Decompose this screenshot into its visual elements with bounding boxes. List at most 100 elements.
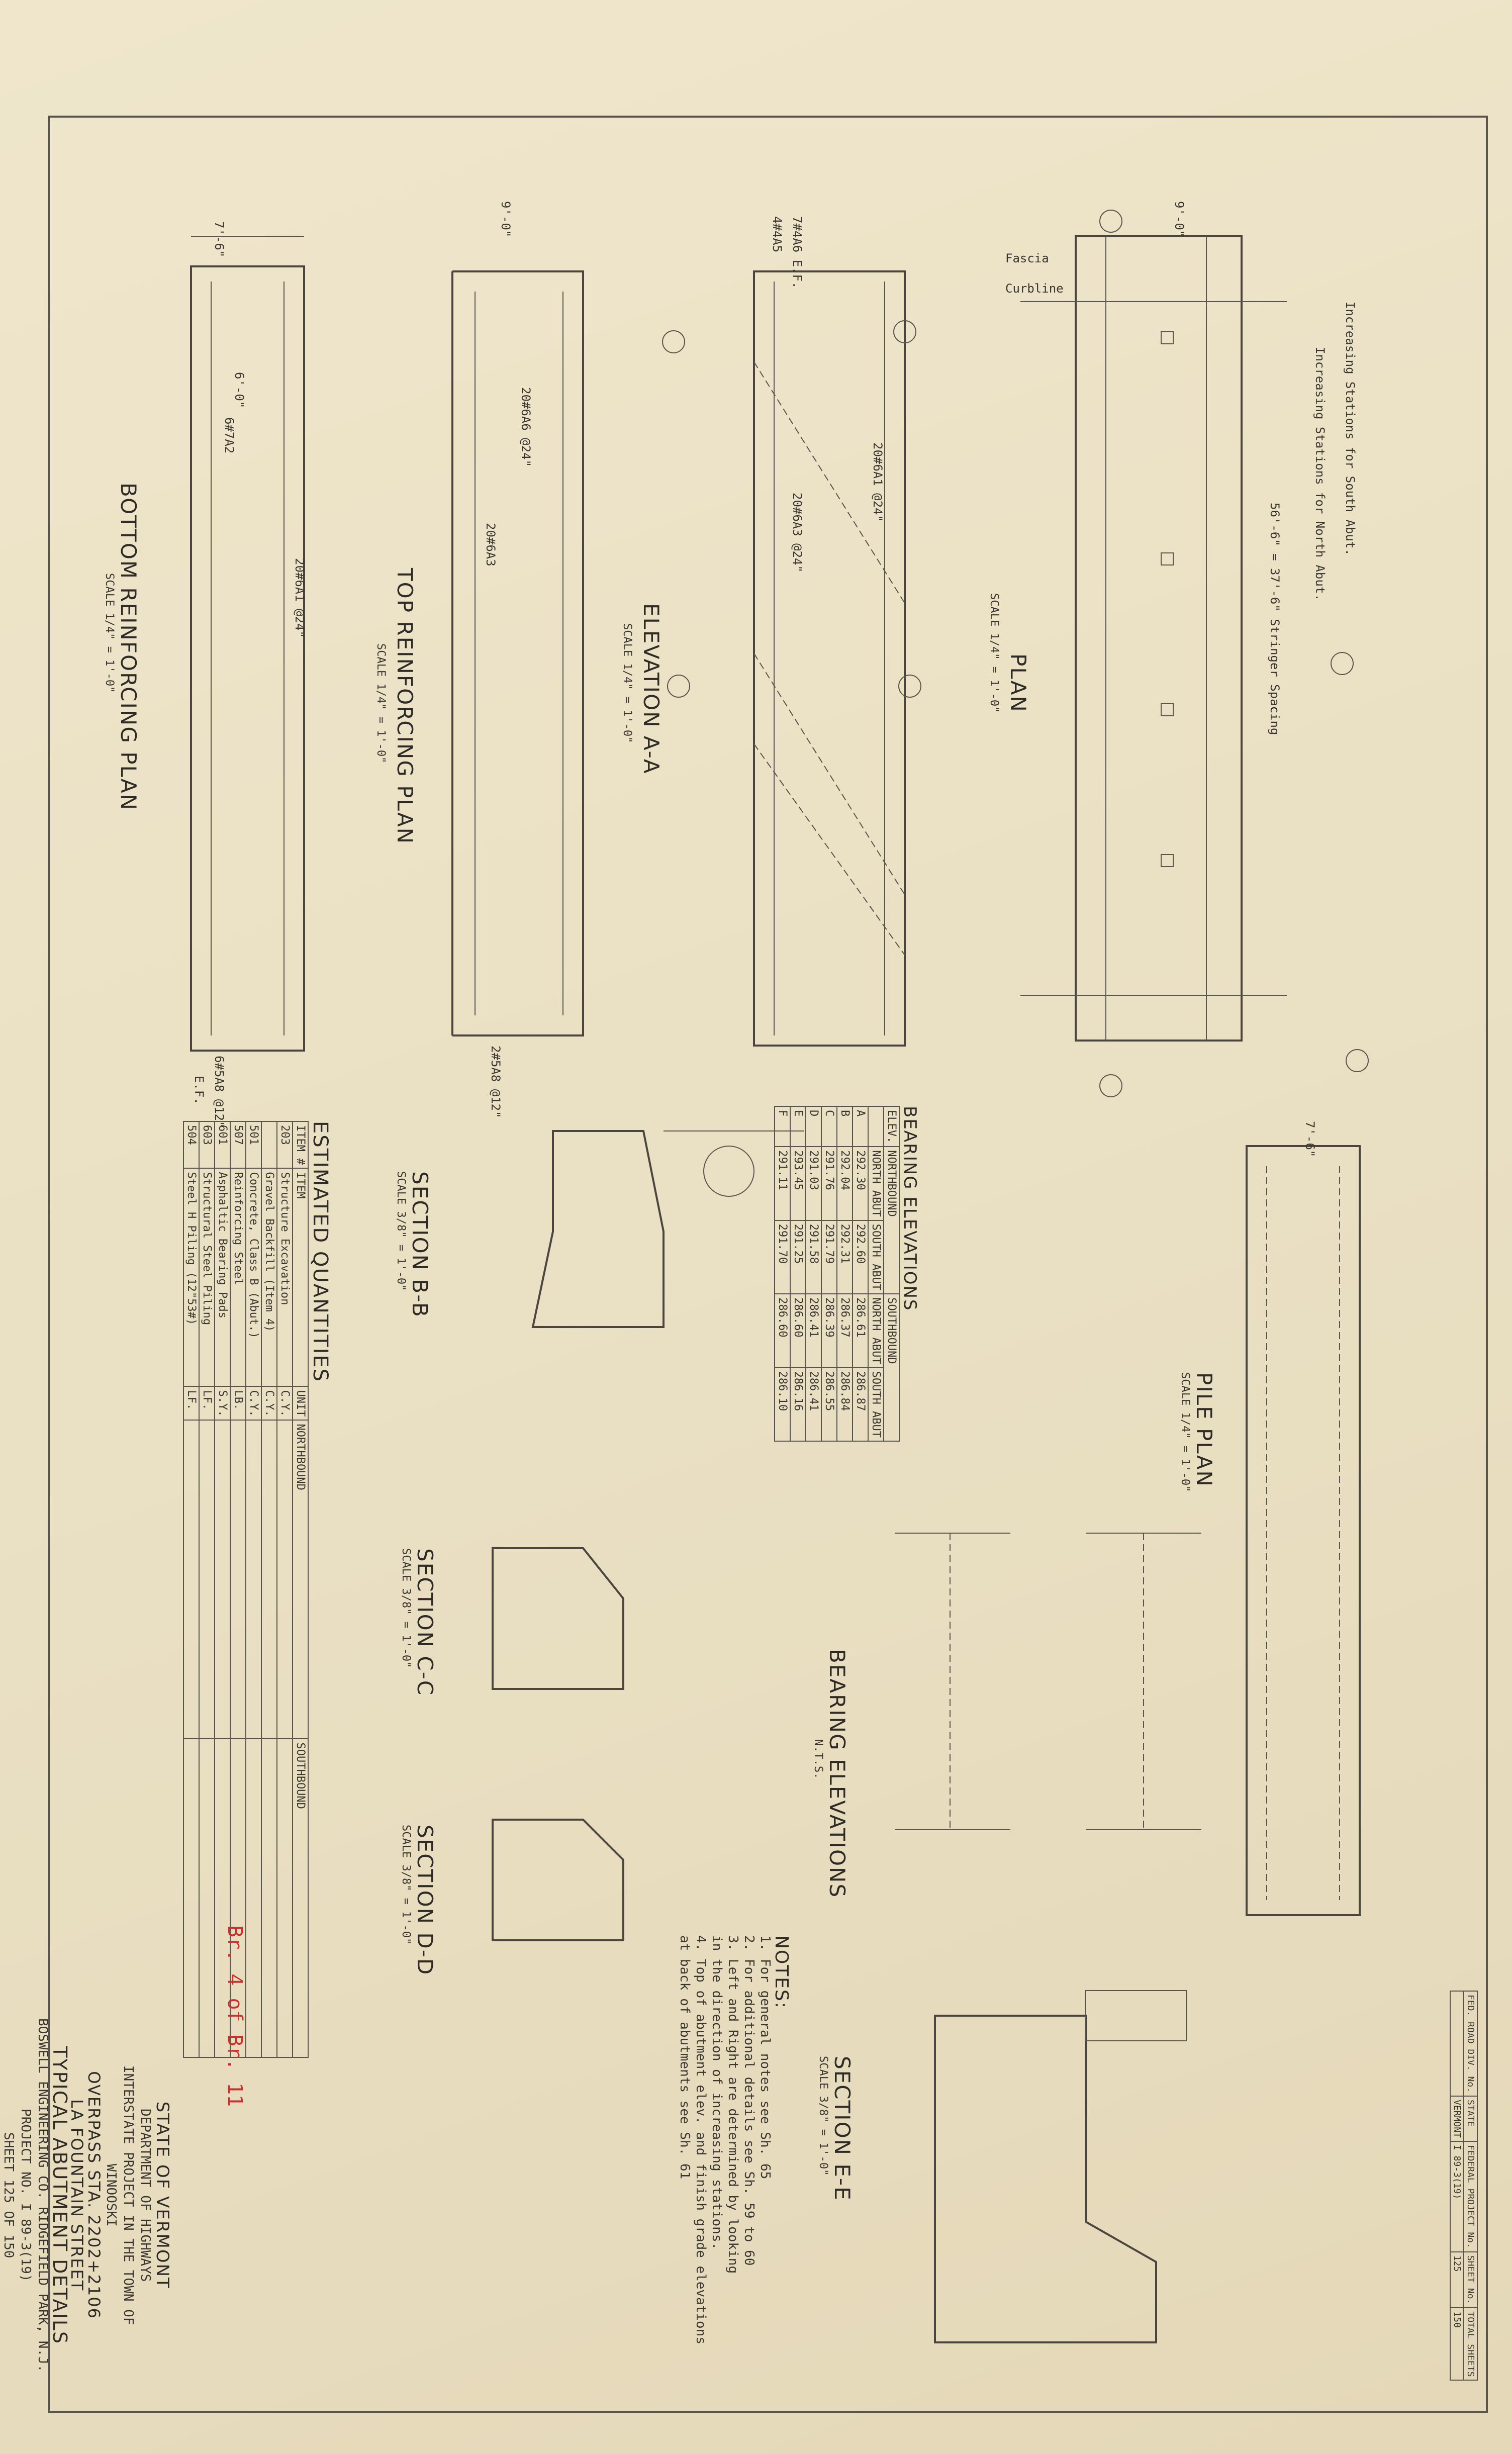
title-block: STATE OF VERMONT DEPARTMENT OF HIGHWAYS … <box>0 2018 172 2373</box>
elevation-a-a <box>753 270 906 1047</box>
section-bb-title: SECTION B-B <box>408 1171 432 1318</box>
bearing-sub-1: NORTH ABUT <box>868 1147 884 1220</box>
plan-view <box>1020 235 1287 1042</box>
qty-header-nb: NORTHBOUND <box>293 1420 308 1739</box>
title-town: WINOOSKI <box>104 2163 119 2227</box>
top-dim-bar-c: 2#5A8 @12" <box>489 1046 503 1118</box>
notes-title: NOTES: <box>771 1935 792 2009</box>
bottom-plan-scale: SCALE 1/4" = 1'-0" <box>103 573 116 693</box>
elev-dim-d: 20#6A3 @24" <box>790 493 804 573</box>
note-line: 1. For general notes see Sh. 65 <box>758 1935 773 2180</box>
bearing-header-nb: NORTHBOUND <box>884 1147 899 1294</box>
notes-block: NOTES: 1. For general notes see Sh. 65 2… <box>677 1935 792 2344</box>
elev-dim-a: 4#4A5 <box>770 216 784 253</box>
title-project: INTERSTATE PROJECT IN THE TOWN OF <box>121 2065 136 2325</box>
title-state: STATE OF VERMONT <box>152 2101 172 2289</box>
top-dim-bar-b: 20#6A6 @24" <box>519 387 533 467</box>
section-bb-scale: SCALE 3/8" = 1'-0" <box>395 1171 407 1291</box>
top-dim-width: 9'-0" <box>499 201 513 238</box>
top-plan-scale: SCALE 1/4" = 1'-0" <box>374 643 387 764</box>
bearing-elevations-diagram <box>895 1533 1201 1830</box>
section-dd-scale: SCALE 3/8" = 1'-0" <box>400 1825 412 1945</box>
plan-note-north: Increasing Stations for North Abut. <box>1313 347 1327 601</box>
title-firm: BOSWELL ENGINEERING CO. RIDGEFIELD PARK,… <box>35 2018 50 2373</box>
section-dd-title: SECTION D-D <box>413 1825 437 1976</box>
section-d-d <box>492 1819 624 1941</box>
top-dim-bar-a: 20#6A3 <box>484 523 498 567</box>
bearing-diagram-scale: N.T.S. <box>812 1739 824 1779</box>
plan-scale: SCALE 1/4" = 1'-0" <box>988 593 1000 713</box>
plan-title: PLAN <box>1006 653 1030 713</box>
section-c-c <box>492 1547 624 1690</box>
qty-header-unit: UNIT <box>293 1386 308 1421</box>
plan-curbline-label: Curbline <box>1005 281 1064 296</box>
section-ee-scale: SCALE 3/8" = 1'-0" <box>817 2056 829 2176</box>
qty-header-item-no: ITEM # <box>293 1121 308 1169</box>
bottom-dim-inner: 6'-0" <box>232 372 246 409</box>
table-row: Gravel Backfill (Item 4)C.Y. <box>261 1121 277 2058</box>
bottom-reinforcing-plan <box>190 236 305 1052</box>
top-reinforcing-plan <box>451 270 584 1036</box>
plan-dim-spacing: 56'-6" = 37'-6" Stringer Spacing <box>1268 503 1282 735</box>
title-sheet-no: SHEET 125 OF 150 <box>1 2132 16 2258</box>
section-cc-scale: SCALE 3/8" = 1'-0" <box>400 1548 412 1668</box>
bearing-sub-4: SOUTH ABUT <box>868 1367 884 1442</box>
title-sheet-title: TYPICAL ABUTMENT DETAILS <box>49 2046 71 2345</box>
section-cc-title: SECTION C-C <box>413 1548 437 1696</box>
qty-header-item: ITEM <box>293 1168 308 1387</box>
elevation-title: ELEVATION A-A <box>639 603 664 775</box>
note-line: 4. Top of abutment elev. and finish grad… <box>693 1935 708 2344</box>
section-markers <box>662 210 1369 1097</box>
plan-fascia-label: Fascia <box>1005 251 1049 265</box>
bottom-dim-bar-a: 6#7A2 <box>222 417 236 454</box>
plan-note-south: Increasing Stations for South Abut. <box>1343 302 1357 556</box>
bridge-number: Br. 4 of Br. 11 <box>223 1925 246 2107</box>
bottom-dim-ef: E.F. <box>192 1076 206 1105</box>
bearing-header-sb: SOUTHBOUND <box>884 1294 899 1442</box>
note-line: 3. Left and Right are determined by look… <box>725 1935 740 2274</box>
bottom-plan-title: BOTTOM REINFORCING PLAN <box>116 483 141 811</box>
bearing-table-title: BEARING ELEVATIONS <box>900 1106 920 1311</box>
pile-dim-width: 7'-6" <box>1303 1121 1317 1158</box>
federal-project-block: FED. ROAD DIV. No. STATE FEDERAL PROJECT… <box>1450 1991 1478 2381</box>
title-overpass: OVERPASS STA. 2202+2106 <box>84 2071 104 2320</box>
title-dept: DEPARTMENT OF HIGHWAYS <box>138 2109 153 2282</box>
section-b-b <box>531 1130 804 1328</box>
note-line: at back of abutments see Sh. 61 <box>677 1935 692 2180</box>
title-project-no: PROJECT NO. I 89-3(19) <box>18 2109 33 2282</box>
bearing-header-elev: ELEV. <box>884 1106 899 1147</box>
bearing-diagram-title: BEARING ELEVATIONS <box>825 1649 849 1899</box>
bottom-dim-width: 7'-6" <box>212 221 226 258</box>
note-line: 2. For additional details see Sh. 59 to … <box>741 1935 757 2266</box>
bearing-sub-3: NORTH ABUT <box>868 1294 884 1368</box>
plan-dim-width: 9'-0" <box>1172 201 1186 238</box>
bottom-dim-bar-b: 20#6A1 @24" <box>293 558 307 638</box>
title-street: LA FOUNTAIN STREET <box>67 2099 86 2292</box>
pile-plan-title: PILE PLAN <box>1192 1372 1216 1487</box>
bearing-elevations-table: BEARING ELEVATIONS ELEV. NORTHBOUND SOUT… <box>774 1106 920 1442</box>
section-ee-title: SECTION E-E <box>830 2056 855 2201</box>
bearing-sub-2: SOUTH ABUT <box>868 1220 884 1294</box>
estimated-quantities-table: ESTIMATED QUANTITIES ITEM # ITEM UNIT NO… <box>183 1121 332 2058</box>
note-line: in the direction of increasing stations. <box>709 1935 724 2250</box>
qty-header-sb: SOUTHBOUND <box>293 1739 308 2058</box>
quantities-title: ESTIMATED QUANTITIES <box>309 1121 332 1383</box>
sheet-border <box>48 116 1488 2413</box>
elevation-scale: SCALE 1/4" = 1'-0" <box>621 623 633 743</box>
section-e-e <box>934 1990 1187 2343</box>
elev-dim-b: 7#4A6 E.F. <box>790 216 804 289</box>
bottom-dim-bar-c: 6#5A8 @12" <box>212 1056 226 1128</box>
